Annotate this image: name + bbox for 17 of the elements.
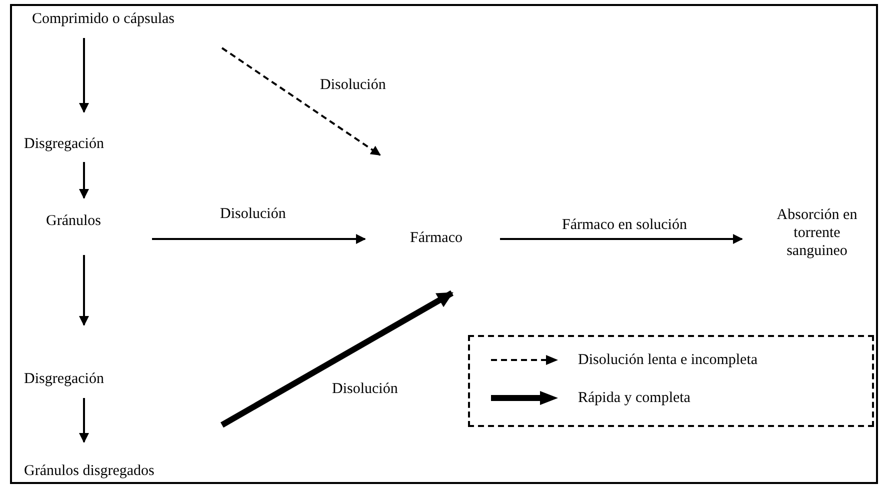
arrow — [152, 234, 366, 244]
arrow — [79, 38, 89, 113]
node-text: Absorción en torrente sanguineo — [772, 206, 862, 260]
arrow — [220, 290, 454, 428]
node-text: Gránulos disgregados — [24, 462, 194, 480]
arrow — [79, 255, 89, 326]
arrow — [500, 234, 743, 244]
arrow — [79, 162, 89, 199]
node-text: Gránulos — [46, 212, 116, 230]
arrow — [79, 398, 89, 443]
node-text: Fármaco — [410, 229, 470, 247]
node-text: Disgregación — [24, 135, 159, 153]
legend-text: Rápida y completa — [578, 389, 690, 407]
node-text: Comprimido o cápsulas — [32, 10, 257, 28]
legend-text: Disolución lenta e incompleta — [578, 351, 758, 369]
arrow — [221, 47, 381, 156]
node-text: Disgregación — [24, 370, 159, 388]
